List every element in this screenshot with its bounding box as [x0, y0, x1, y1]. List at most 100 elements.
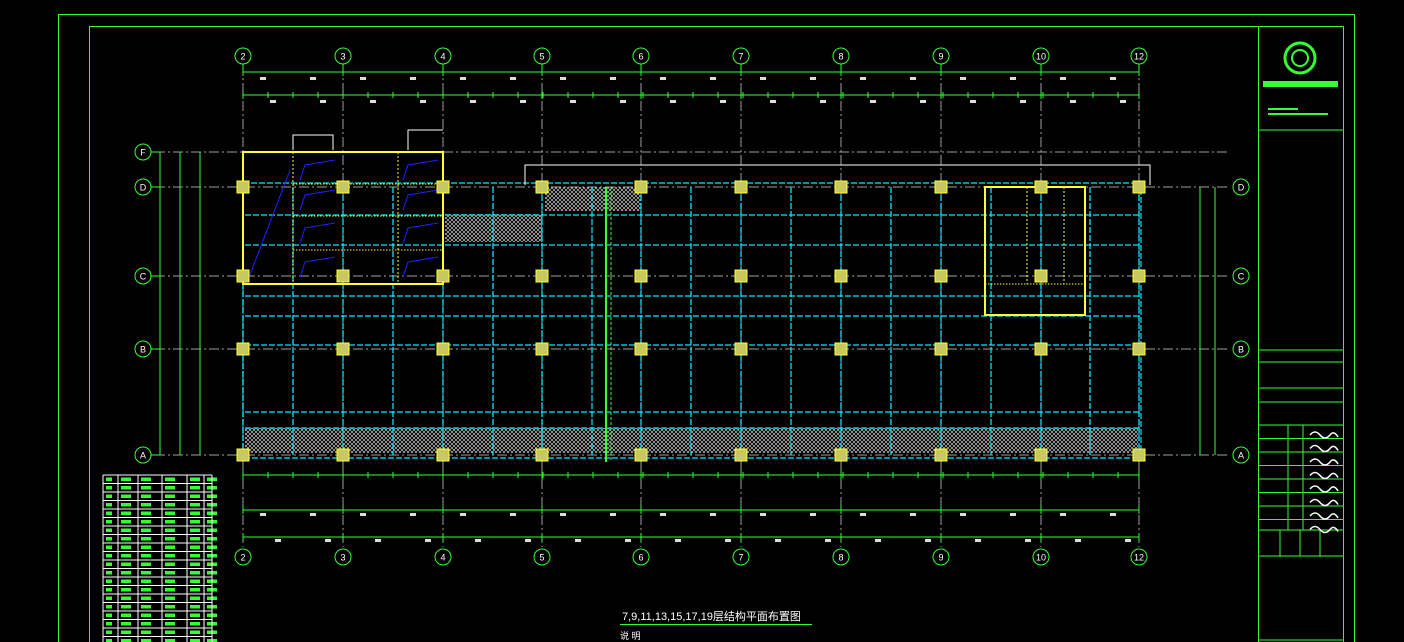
schedule-table-cell-text	[141, 588, 151, 592]
axis-bubble-left-B-label: B	[140, 345, 146, 355]
hatched-slab-top	[545, 187, 641, 211]
axis-bubble-right-C-label: C	[1238, 272, 1245, 282]
axis-bubble-top-5-label: 5	[539, 52, 544, 62]
schedule-table-cell-text	[141, 639, 151, 642]
dimension-text	[420, 100, 426, 103]
wall-outline	[524, 164, 1151, 185]
dimension-text	[960, 513, 966, 516]
dimension-text	[1075, 539, 1081, 542]
dimension-text	[260, 513, 266, 516]
schedule-table-cell-text	[165, 639, 175, 642]
axis-bubble-right-D-label: D	[1238, 183, 1245, 193]
slab-rebar-line	[402, 256, 439, 278]
axis-bubble-bottom-10-label: 10	[1036, 553, 1046, 563]
schedule-table-cell-text	[121, 554, 131, 558]
column-B	[834, 342, 848, 356]
axis-bubble-bottom-10	[1032, 548, 1050, 566]
schedule-table-cell-text	[141, 596, 151, 600]
schedule-table-cell-text	[121, 639, 131, 642]
schedule-table-cell-text	[141, 477, 151, 481]
schedule-table-cell-text	[106, 554, 112, 558]
axis-bubble-right-A	[1232, 446, 1250, 464]
schedule-table-cell-text	[106, 613, 112, 617]
schedule-table-cell-text	[165, 528, 175, 532]
column-B	[934, 342, 948, 356]
schedule-table-cell-text	[106, 571, 112, 575]
column-A	[336, 448, 350, 462]
axis-bubble-top-4	[434, 47, 452, 65]
dimension-text	[1060, 77, 1066, 80]
dimension-text	[410, 77, 416, 80]
dimension-text	[710, 513, 716, 516]
schedule-table-cell-text	[121, 596, 131, 600]
schedule-table-cell-text	[106, 588, 112, 592]
schedule-table-cell-text	[106, 545, 112, 549]
dimension-text	[510, 513, 516, 516]
axis-bubble-bottom-4	[434, 548, 452, 566]
dimension-text	[660, 77, 666, 80]
axis-bubble-bottom-6-label: 6	[638, 553, 643, 563]
schedule-table-cell-text	[190, 528, 200, 532]
axis-bubble-bottom-5	[533, 548, 551, 566]
axis-bubble-top-3-label: 3	[340, 52, 345, 62]
schedule-table-cell-text	[141, 562, 151, 566]
axis-bubble-top-5	[533, 47, 551, 65]
schedule-table-cell-text	[165, 562, 175, 566]
schedule-table-cell-text	[190, 520, 200, 524]
signature	[1309, 512, 1339, 520]
slab-rebar-line	[299, 256, 336, 278]
dimension-text	[575, 539, 581, 542]
company-logo-seal	[1283, 41, 1317, 75]
dimension-text	[270, 100, 276, 103]
dimension-text	[470, 100, 476, 103]
dimension-text	[1125, 539, 1131, 542]
axis-bubble-bottom-8-label: 8	[838, 553, 843, 563]
dimension-text	[610, 513, 616, 516]
slab-rebar-line	[299, 222, 336, 244]
schedule-table-cell-text	[165, 613, 175, 617]
column-A	[535, 448, 549, 462]
dimension-text	[910, 513, 916, 516]
schedule-table-cell-text	[165, 622, 175, 626]
dimension-text	[475, 539, 481, 542]
schedule-table-cell-text	[106, 639, 112, 642]
schedule-table-cell-text	[165, 596, 175, 600]
column-D	[834, 180, 848, 194]
column-D	[336, 180, 350, 194]
axis-bubble-left-D-label: D	[140, 183, 147, 193]
axis-bubble-top-6-label: 6	[638, 52, 643, 62]
column-C	[535, 269, 549, 283]
column-A	[834, 448, 848, 462]
schedule-table-cell-text	[165, 477, 175, 481]
column-A	[634, 448, 648, 462]
dimension-text	[720, 100, 726, 103]
axis-bubble-top-3	[334, 47, 352, 65]
column-A	[436, 448, 450, 462]
column-D	[734, 180, 748, 194]
dimension-text	[360, 513, 366, 516]
dimension-text	[825, 539, 831, 542]
schedule-table-cell-text	[106, 596, 112, 600]
column-A	[934, 448, 948, 462]
drawing-title: 7,9,11,13,15,17,19层结构平面布置图	[622, 611, 801, 623]
column-D	[236, 180, 250, 194]
axis-bubble-top-9-label: 9	[938, 52, 943, 62]
axis-bubble-top-9	[932, 47, 950, 65]
dimension-text	[620, 100, 626, 103]
schedule-table-cell-text	[165, 494, 175, 498]
dimension-text	[970, 100, 976, 103]
dimension-text	[510, 77, 516, 80]
schedule-table-cell-text	[165, 520, 175, 524]
schedule-table-cell-text	[121, 503, 131, 507]
signature	[1309, 444, 1339, 453]
column-D	[1132, 180, 1146, 194]
dimension-text	[860, 513, 866, 516]
column-D	[535, 180, 549, 194]
dimension-text	[375, 539, 381, 542]
column-D	[934, 180, 948, 194]
dimension-text	[875, 539, 881, 542]
dimension-text	[725, 539, 731, 542]
schedule-table-cell-text	[106, 562, 112, 566]
building-outline	[242, 182, 1142, 459]
slab-rebar-diagonal	[247, 169, 291, 281]
